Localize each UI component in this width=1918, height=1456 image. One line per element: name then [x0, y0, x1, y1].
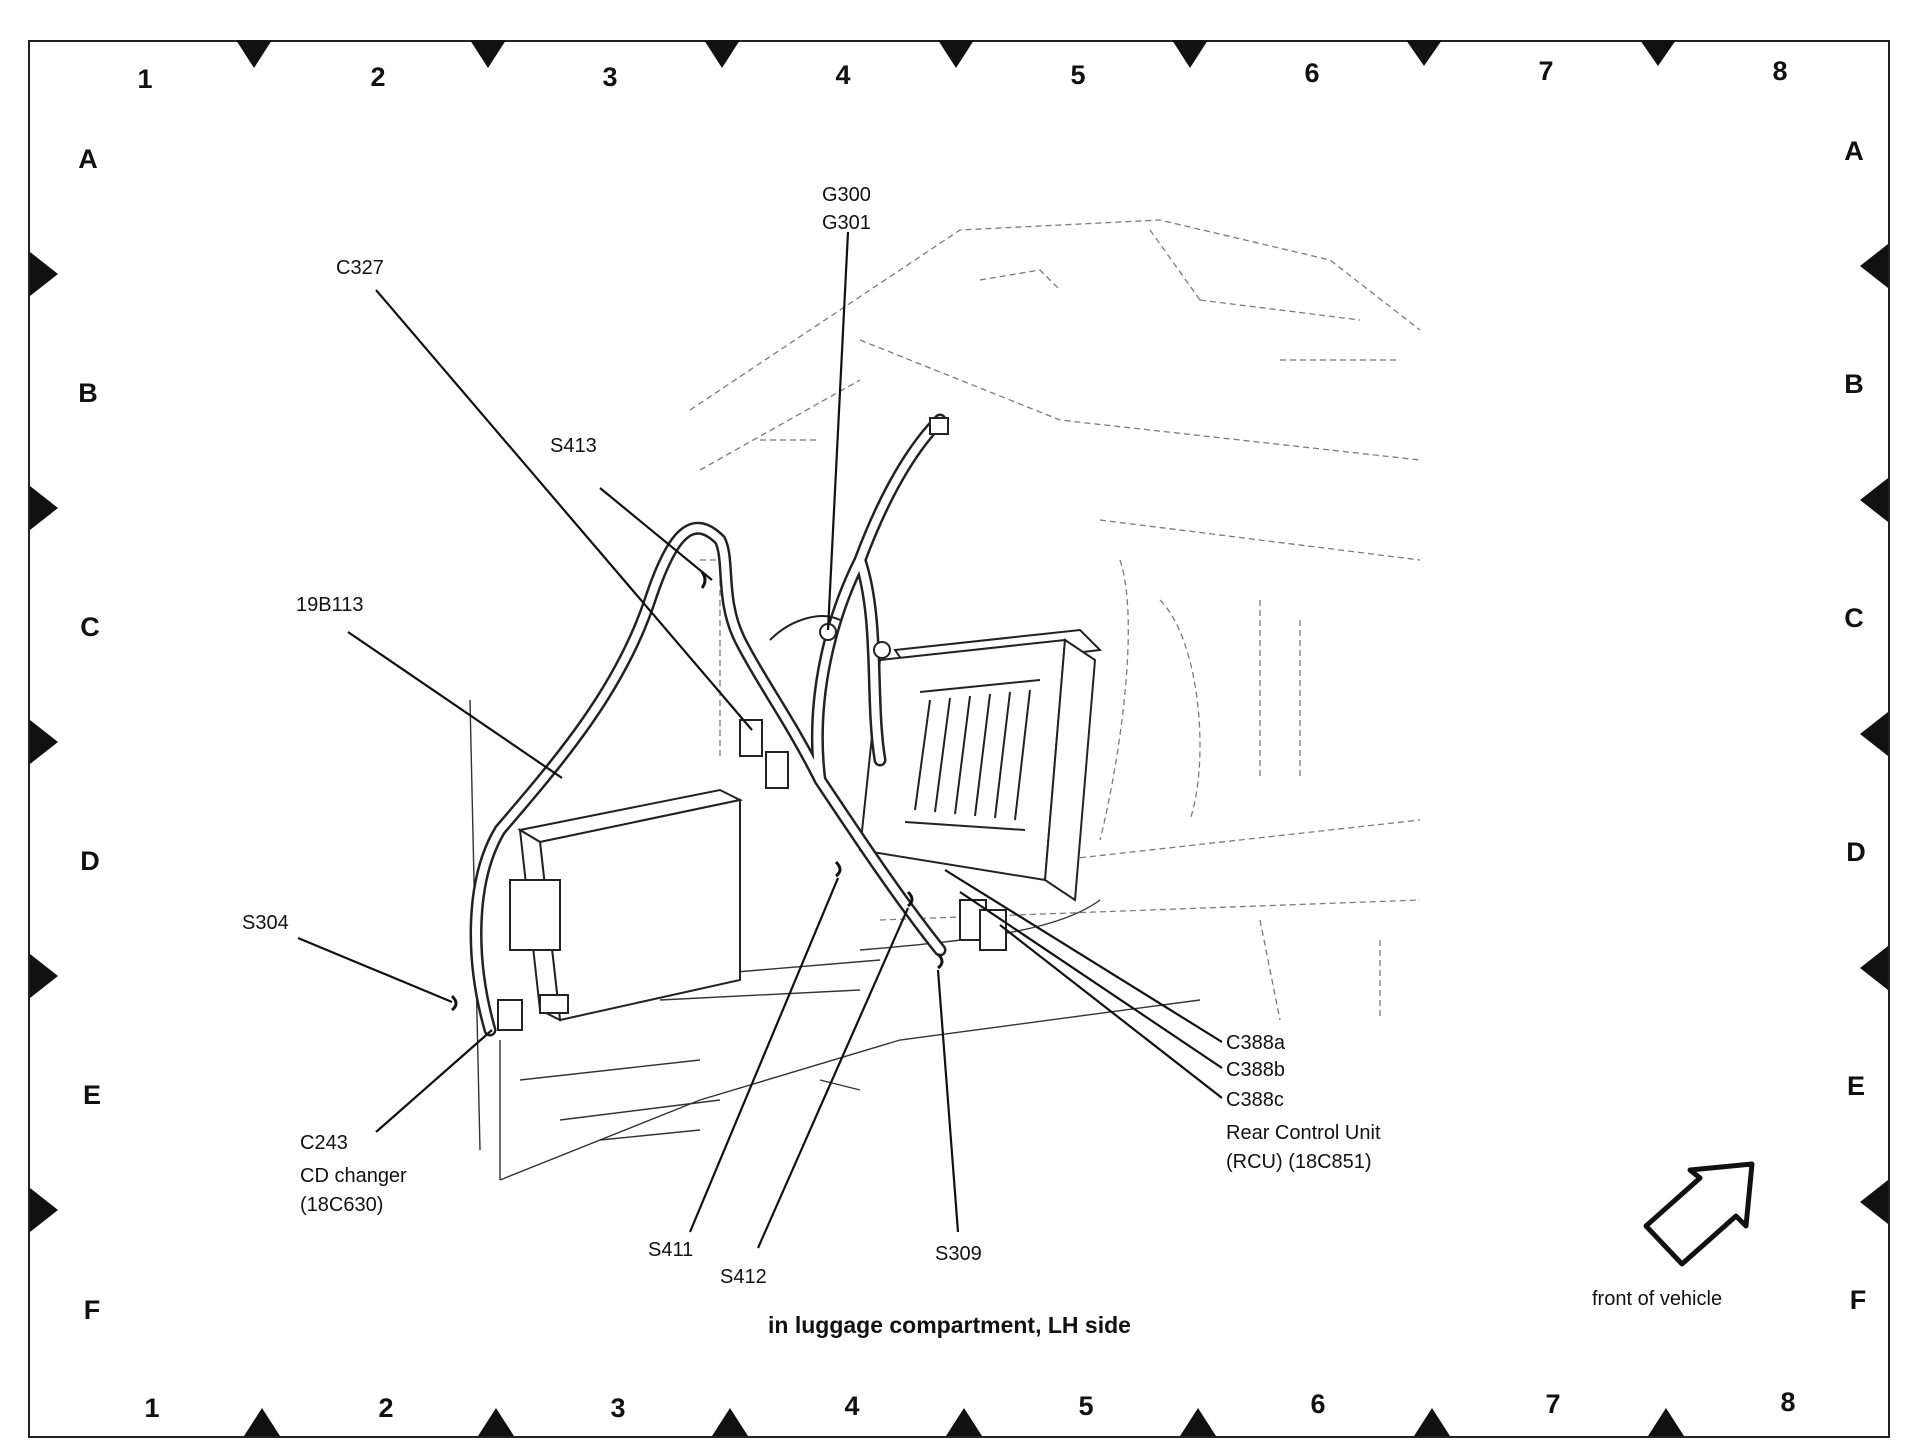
- label-g301: G301: [822, 212, 871, 234]
- front-arrow-icon: [1643, 1161, 1755, 1267]
- grid-col-top-5: 5: [1070, 60, 1086, 90]
- label-c327: C327: [336, 257, 384, 279]
- grid-col-top-4: 4: [835, 60, 851, 90]
- label-front-of-vehicle: front of vehicle: [1592, 1288, 1723, 1310]
- label-cd-changer: CD changer: [300, 1165, 407, 1187]
- cd-changer-unit: [509, 788, 744, 1022]
- grid-row-right-C: C: [1844, 603, 1864, 633]
- grid-col-bottom-5: 5: [1078, 1391, 1094, 1421]
- label-rcu-name: Rear Control Unit: [1226, 1122, 1381, 1144]
- grid-col-top-3: 3: [602, 62, 618, 92]
- grid-col-bottom-8: 8: [1780, 1387, 1796, 1417]
- grid-row-left-E: E: [82, 1080, 101, 1110]
- label-g300: G300: [822, 184, 871, 206]
- grid-row-left-C: C: [80, 612, 100, 642]
- grid-col-bottom-6: 6: [1310, 1389, 1326, 1419]
- label-c388b: C388b: [1226, 1059, 1285, 1081]
- grid-row-right-D: D: [1846, 837, 1866, 867]
- diagram-caption: in luggage compartment, LH side: [768, 1312, 1131, 1338]
- label-s412: S412: [720, 1266, 767, 1288]
- callout-leaders: [297, 231, 1223, 1249]
- grid-row-left-A: A: [78, 144, 98, 174]
- grid-row-left-D: D: [80, 846, 100, 876]
- body-structure: [689, 219, 1421, 1021]
- label-s304: S304: [242, 912, 289, 934]
- label-c388c: C388c: [1226, 1089, 1284, 1111]
- grid-col-bottom-2: 2: [378, 1393, 394, 1423]
- grid-row-right-E: E: [1846, 1071, 1865, 1101]
- label-cd-changer-part: (18C630): [300, 1194, 384, 1216]
- label-19b113: 19B113: [296, 594, 364, 616]
- label-s309: S309: [935, 1243, 982, 1265]
- label-s413: S413: [550, 435, 597, 457]
- grid-row-right-A: A: [1844, 136, 1864, 166]
- grid-col-bottom-4: 4: [844, 1391, 860, 1421]
- grid-col-top-1: 1: [137, 64, 153, 94]
- grid-row-left-B: B: [78, 378, 98, 408]
- grid-row-right-B: B: [1844, 369, 1864, 399]
- grid-col-top-8: 8: [1772, 56, 1788, 86]
- grid-row-right-F: F: [1849, 1285, 1867, 1315]
- label-rcu-part: (RCU) (18C851): [1226, 1151, 1372, 1173]
- grid-row-left-F: F: [83, 1295, 101, 1325]
- grid-col-bottom-1: 1: [144, 1393, 160, 1423]
- grid-col-top-2: 2: [370, 62, 386, 92]
- grid-col-bottom-3: 3: [610, 1393, 626, 1423]
- label-c243: C243: [300, 1132, 348, 1154]
- label-c388a: C388a: [1226, 1032, 1285, 1054]
- grid-col-top-6: 6: [1304, 58, 1320, 88]
- grid-col-top-7: 7: [1538, 56, 1554, 86]
- grid-markers: [30, 40, 1888, 1436]
- grid-col-bottom-7: 7: [1545, 1389, 1561, 1419]
- label-s411: S411: [648, 1239, 694, 1261]
